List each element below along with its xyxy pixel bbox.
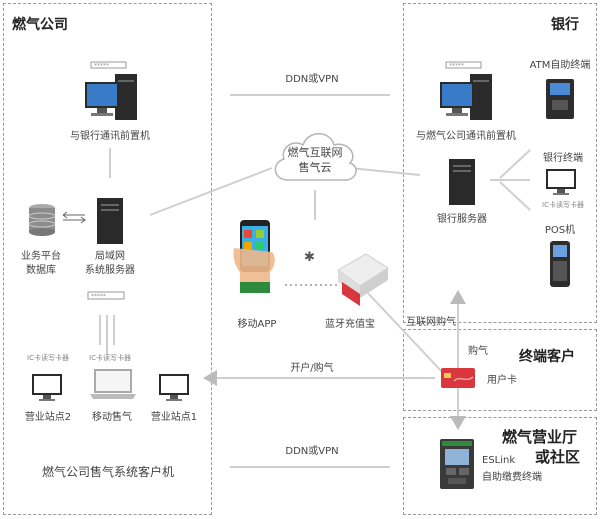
database-label-line2: 数据库 (26, 265, 56, 276)
bank-server-label: 银行服务器 (437, 214, 487, 225)
kiosk-label: 自助缴费终端 (482, 472, 542, 483)
bank-reader-label: IC卡读写卡器 (542, 201, 584, 209)
ddn-top-label: DDN或VPN (285, 74, 339, 85)
cloud-to-lan-line (149, 167, 273, 216)
open-buy-label: 开户/购气 (290, 363, 334, 374)
pos-label: POS机 (544, 225, 576, 236)
station2-monitor-icon (32, 374, 62, 401)
bt-box-label: 蓝牙充值宝 (325, 319, 375, 330)
ddn-bottom-label: DDN或VPN (285, 446, 339, 457)
bank-front-server-label: 与燃气公司通讯前置机 (416, 131, 516, 142)
mobile-sale-label: 移动售气 (92, 412, 132, 423)
cloud-to-bankserver-line (349, 167, 421, 176)
client-caption: 燃气公司售气系统客户机 (41, 465, 175, 479)
cloud-icon (274, 133, 357, 181)
user-card-label: 用户卡 (487, 375, 517, 386)
bank-terminal-label: 银行终端 (543, 153, 583, 164)
station1-monitor-icon (159, 374, 189, 401)
station2-label: 营业站点2 (24, 412, 72, 423)
bt-recharge-box-icon (337, 253, 389, 306)
gas-company-region (3, 3, 212, 515)
pos-icon (550, 241, 570, 287)
bluetooth-icon: ✱ (304, 250, 315, 265)
lan-server-icon (97, 198, 123, 244)
bank-server-icon (449, 159, 475, 205)
buy-label: 购气 (468, 346, 488, 357)
laptop-icon (90, 369, 136, 399)
svg-text:*****: ***** (91, 293, 106, 300)
database-label: 业务平台 (21, 251, 61, 262)
atm-icon (546, 79, 574, 119)
internet-buy-label: 互联网购气 (406, 317, 456, 328)
cloud-label-line2: 售气云 (298, 161, 332, 174)
smartphone-icon (233, 220, 275, 293)
pos-line (499, 181, 531, 211)
gas-hall-region (403, 417, 597, 515)
bank-region (403, 3, 597, 323)
terminal-customer-region (403, 329, 597, 411)
bank-front-server-pc-icon: ***** (440, 61, 492, 120)
bank-terminal-monitor-icon (546, 169, 576, 195)
eslink-label: ESLink (482, 455, 516, 466)
gas-hall-title: 燃气营业厅 (502, 428, 578, 446)
cloud-label: 燃气互联网 (287, 146, 343, 159)
user-card-icon (441, 368, 475, 388)
atm-line (499, 149, 531, 179)
ic-reader-strip-icon: ***** (87, 291, 125, 300)
atm-label: ATM自助终端 (529, 60, 591, 71)
lan-server-label: 局域网 (95, 251, 125, 262)
station1-label: 营业站点1 (150, 412, 198, 423)
gas-hall-subtitle: 或社区 (535, 448, 581, 466)
bank-title: 银行 (551, 17, 579, 33)
mobile-app-label: 移动APP (237, 319, 277, 330)
lan-server-label-line2: 系统服务器 (85, 265, 135, 276)
terminal-customer-title: 终端客户 (519, 349, 575, 365)
database-icon (28, 204, 56, 236)
front-server-pc-icon: ***** (85, 61, 137, 120)
svg-text:*****: ***** (449, 63, 464, 70)
db-lan-arrows (62, 211, 87, 224)
svg-text:*****: ***** (94, 63, 109, 70)
bt-to-card-line (364, 289, 446, 376)
reader-left-label: IC卡读写卡器 (27, 354, 69, 362)
reader-right-label: IC卡读写卡器 (89, 354, 131, 362)
self-service-kiosk-icon (440, 439, 474, 489)
gas-company-title: 燃气公司 (12, 17, 68, 33)
gas-front-server-label: 与银行通讯前置机 (70, 131, 150, 142)
